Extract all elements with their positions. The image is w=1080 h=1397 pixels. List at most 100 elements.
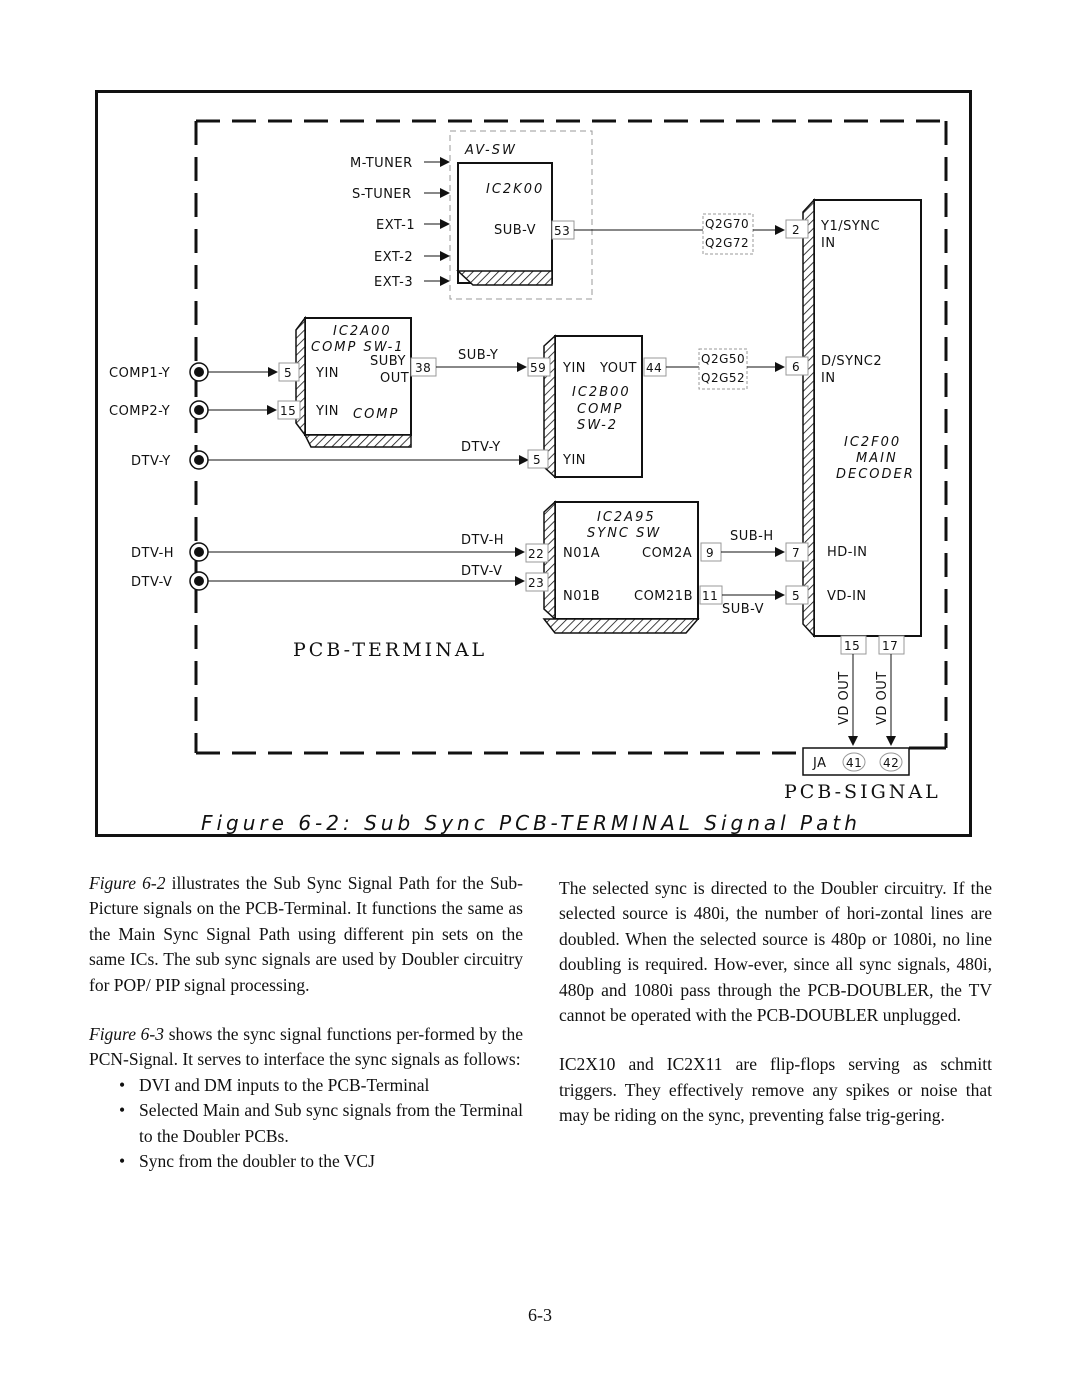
net-dtv-h: DTV-H [461, 533, 504, 548]
comp-sw2-yin-1: YIN [562, 361, 586, 376]
q2g52-label: Q2G52 [701, 371, 745, 385]
figure-ref-6-3: Figure 6-3 [89, 1024, 165, 1045]
connector-dtv-y: DTV-Y [131, 454, 171, 469]
q2g72-label: Q2G72 [705, 236, 749, 250]
comp-sw2-yin-2: YIN [562, 453, 586, 468]
ic2k00-chip [456, 162, 553, 286]
left-p1-text: illustrates the Sub Sync Signal Path for… [89, 873, 523, 995]
ic2a00-label: IC2A00 [333, 324, 392, 339]
input-connectors: COMP1-Y COMP2-Y DTV-Y DTV-H DTV-V [109, 362, 529, 591]
left-paragraph-1: Figure 6-2 illustrates the Sub Sync Sign… [89, 871, 523, 998]
net-dtv-v: DTV-V [461, 564, 502, 579]
figure-ref-6-2: Figure 6-2 [89, 873, 166, 893]
list-item: Sync from the doubler to the VCJ [119, 1149, 523, 1175]
comp-sw2-name-2: SW-2 [577, 418, 618, 433]
decoder-pin-y1: 2 [792, 223, 800, 237]
ja-pin-41: 41 [846, 756, 862, 770]
ic2a95-chip [542, 500, 700, 634]
av-sw-inputs: M-TUNER S-TUNER EXT-1 EXT-2 EXT-3 [350, 156, 450, 290]
sync-sw-n01a: N01A [563, 546, 600, 561]
sync-sw-pin-23: 23 [528, 576, 544, 590]
comp-sw1-out-pin: 38 [415, 361, 431, 375]
figure-caption: Figure 6-2: Sub Sync PCB-TERMINAL Signal… [201, 811, 861, 834]
decoder-pin-17: 17 [882, 639, 898, 653]
comp-sw2-yout: YOUT [599, 361, 637, 376]
net-dtv-y: DTV-Y [461, 440, 501, 455]
decoder-d-label: D/SYNC2 [821, 354, 882, 369]
input-m-tuner: M-TUNER [350, 156, 413, 171]
input-s-tuner: S-TUNER [352, 187, 412, 202]
q2g70-label: Q2G70 [705, 217, 749, 231]
ic2f00-label: IC2F00 [844, 435, 901, 450]
comp-sw1-yin-1: YIN [315, 366, 339, 381]
decoder-y1-label-2: IN [821, 236, 836, 251]
left-column: Figure 6-2 illustrates the Sub Sync Sign… [89, 871, 523, 1175]
q2g50-label: Q2G50 [701, 352, 745, 366]
left-p2-text: shows the sync signal functions per-form… [89, 1024, 523, 1070]
input-ext-1: EXT-1 [376, 218, 415, 233]
sync-sw-n01b: N01B [563, 589, 600, 604]
comp-sw1-name: COMP SW-1 [311, 340, 405, 355]
ic2b00-chip [543, 334, 643, 479]
list-item: DVI and DM inputs to the PCB-Terminal [119, 1073, 523, 1099]
input-ext-2: EXT-2 [374, 250, 413, 265]
left-paragraph-2: Figure 6-3 shows the sync signal functio… [89, 1022, 523, 1073]
connector-comp1-y: COMP1-Y [109, 366, 170, 381]
comp-sw1-out-1: SUBY [370, 354, 406, 369]
sync-sw-pin-11: 11 [702, 589, 718, 603]
av-sw-region [449, 130, 593, 300]
comp-sw2-pin-59: 59 [530, 361, 546, 375]
pcb-terminal-boundary [194, 119, 948, 755]
decoder-pin-vd: 5 [792, 589, 800, 603]
decoder-pin-hd: 7 [792, 546, 800, 560]
connector-dtv-h: DTV-H [131, 546, 174, 561]
ic2a00-chip [295, 315, 412, 448]
ic2b00-label: IC2B00 [572, 385, 631, 400]
decoder-pin-15: 15 [844, 639, 860, 653]
input-ext-3: EXT-3 [374, 275, 413, 290]
net-sub-y: SUB-Y [458, 348, 498, 363]
figure-frame: AV-SW IC2K00 SUB-V 53 M-TUNER S-TUNER EX… [95, 90, 972, 837]
ja-label: JA [812, 756, 827, 771]
comp-sw1-pin-15: 15 [280, 404, 296, 418]
ic2a95-label: IC2A95 [597, 510, 656, 525]
vd-out-label-1: VD OUT [837, 671, 852, 725]
list-item: Selected Main and Sub sync signals from … [119, 1098, 523, 1149]
connector-dtv-v: DTV-V [131, 575, 172, 590]
net-sub-v: SUB-V [722, 602, 764, 617]
decoder-name-1: MAIN [856, 451, 898, 466]
sync-sw-pin-22: 22 [528, 547, 544, 561]
vd-out-label-2: VD OUT [875, 671, 890, 725]
signal-path-diagram: AV-SW IC2K00 SUB-V 53 M-TUNER S-TUNER EX… [109, 119, 948, 834]
sync-functions-list: DVI and DM inputs to the PCB-Terminal Se… [89, 1073, 523, 1175]
connector-comp2-y: COMP2-Y [109, 404, 170, 419]
av-sw-title: AV-SW [464, 143, 517, 158]
comp-sw1-pin-5: 5 [284, 366, 292, 380]
pcb-signal-label: PCB-SIGNAL [784, 781, 941, 803]
comp-sw1-comp: COMP [353, 407, 399, 422]
decoder-vd-label: VD-IN [827, 589, 867, 604]
decoder-hd-label: HD-IN [827, 545, 868, 560]
comp-sw1-yin-2: YIN [315, 404, 339, 419]
comp-sw2-out-pin: 44 [646, 361, 662, 375]
decoder-pin-d: 6 [792, 360, 800, 374]
sync-sw-com2a: COM2A [642, 546, 692, 561]
sync-sw-com21b: COM21B [634, 589, 693, 604]
av-sw-out-pin: 53 [554, 224, 570, 238]
av-sw-out-label: SUB-V [494, 223, 536, 238]
comp-sw2-pin-5: 5 [533, 453, 541, 467]
pcb-terminal-label: PCB-TERMINAL [293, 639, 487, 661]
right-paragraph-1: The selected sync is directed to the Dou… [559, 878, 992, 1026]
sync-sw-pin-9: 9 [706, 546, 714, 560]
ic2k00-label: IC2K00 [486, 182, 544, 197]
sync-sw-name: SYNC SW [587, 526, 661, 541]
decoder-name-2: DECODER [836, 467, 915, 482]
net-sub-h: SUB-H [730, 529, 774, 544]
page-number: 6-3 [528, 1305, 552, 1325]
right-paragraph-2: IC2X10 and IC2X11 are flip-flops serving… [559, 1054, 992, 1126]
right-column: The selected sync is directed to the Dou… [559, 876, 992, 1153]
ic2f00-chip [802, 198, 922, 638]
comp-sw1-out-2: OUT [380, 371, 409, 386]
decoder-y1-label: Y1/SYNC [820, 219, 880, 234]
ja-pin-42: 42 [883, 756, 899, 770]
